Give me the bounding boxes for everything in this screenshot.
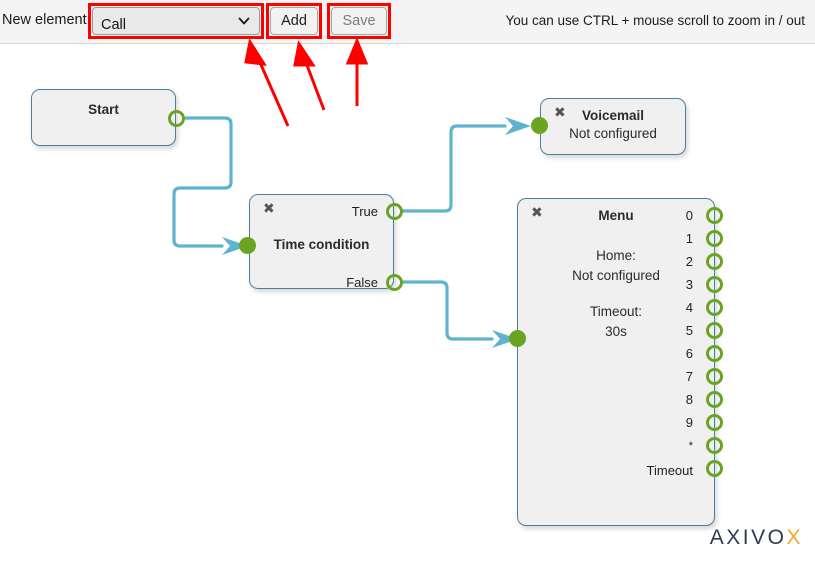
node-menu[interactable]: ✖ Menu Home: Not configured Timeout: 30s xyxy=(517,198,715,526)
node-menu-body: Home: Not configured Timeout: 30s xyxy=(518,246,714,342)
port-time-condition-false[interactable] xyxy=(386,274,403,291)
port-time-condition-true[interactable] xyxy=(386,203,403,220)
node-voicemail-title: Voicemail xyxy=(581,108,645,123)
node-time-condition-title: Time condition xyxy=(273,237,370,252)
port-label-menu-0: 0 xyxy=(685,208,693,223)
port-label-menu-8: 8 xyxy=(685,392,693,407)
flow-canvas[interactable]: Start ✖ Time condition True False ✖ Voic… xyxy=(0,45,815,562)
port-menu-3[interactable] xyxy=(706,276,723,293)
zoom-hint-text: You can use CTRL + mouse scroll to zoom … xyxy=(505,13,805,28)
port-voicemail-input[interactable] xyxy=(531,117,548,134)
axivox-logo: AXIVOX xyxy=(710,526,803,550)
port-menu-8[interactable] xyxy=(706,391,723,408)
port-label-menu-5: 5 xyxy=(685,323,693,338)
node-voicemail-subtitle: Not configured xyxy=(569,126,657,141)
node-start[interactable]: Start xyxy=(31,89,176,146)
port-menu-input[interactable] xyxy=(509,330,526,347)
new-element-select-value: Call xyxy=(101,17,126,33)
logo-text: AXIVO xyxy=(709,526,787,549)
port-label-menu-1: 1 xyxy=(685,231,693,246)
save-button[interactable]: Save xyxy=(331,7,387,35)
new-element-select[interactable]: Call xyxy=(92,7,260,35)
node-start-title: Start xyxy=(88,102,119,117)
port-label-menu-6: 6 xyxy=(685,346,693,361)
port-menu-9[interactable] xyxy=(706,414,723,431)
port-menu-7[interactable] xyxy=(706,368,723,385)
node-menu-home-label: Home: xyxy=(596,248,636,263)
node-menu-title: Menu xyxy=(598,208,634,223)
port-label-false: False xyxy=(346,275,378,290)
port-menu-6[interactable] xyxy=(706,345,723,362)
port-label-menu-4: 4 xyxy=(685,300,693,315)
new-element-label: New element xyxy=(2,12,87,28)
close-icon[interactable]: ✖ xyxy=(531,205,543,221)
port-start-output[interactable] xyxy=(168,110,185,127)
port-label-menu-2: 2 xyxy=(685,254,693,269)
port-menu-5[interactable] xyxy=(706,322,723,339)
add-button[interactable]: Add xyxy=(270,7,318,35)
port-menu-2[interactable] xyxy=(706,253,723,270)
port-label-true: True xyxy=(351,204,378,219)
port-menu-star[interactable] xyxy=(706,437,723,454)
logo-accent: X xyxy=(786,526,803,549)
port-time-condition-input[interactable] xyxy=(239,237,256,254)
port-label-menu-timeout: Timeout xyxy=(646,463,693,478)
port-label-menu-3: 3 xyxy=(685,277,693,292)
port-label-menu-7: 7 xyxy=(685,369,693,384)
node-menu-home-value: Not configured xyxy=(572,268,660,283)
node-voicemail[interactable]: ✖ Voicemail Not configured xyxy=(540,98,686,155)
port-label-menu-9: 9 xyxy=(685,415,693,430)
port-menu-4[interactable] xyxy=(706,299,723,316)
close-icon[interactable]: ✖ xyxy=(554,105,566,121)
close-icon[interactable]: ✖ xyxy=(263,201,275,217)
port-label-menu-star: * xyxy=(688,440,693,452)
toolbar: New element Call Add Save You can use CT… xyxy=(0,0,815,44)
node-menu-timeout-label: Timeout: xyxy=(589,304,643,319)
port-menu-1[interactable] xyxy=(706,230,723,247)
chevron-down-icon xyxy=(238,17,250,25)
port-menu-timeout[interactable] xyxy=(706,460,723,477)
port-menu-0[interactable] xyxy=(706,207,723,224)
node-menu-timeout-value: 30s xyxy=(605,324,627,339)
